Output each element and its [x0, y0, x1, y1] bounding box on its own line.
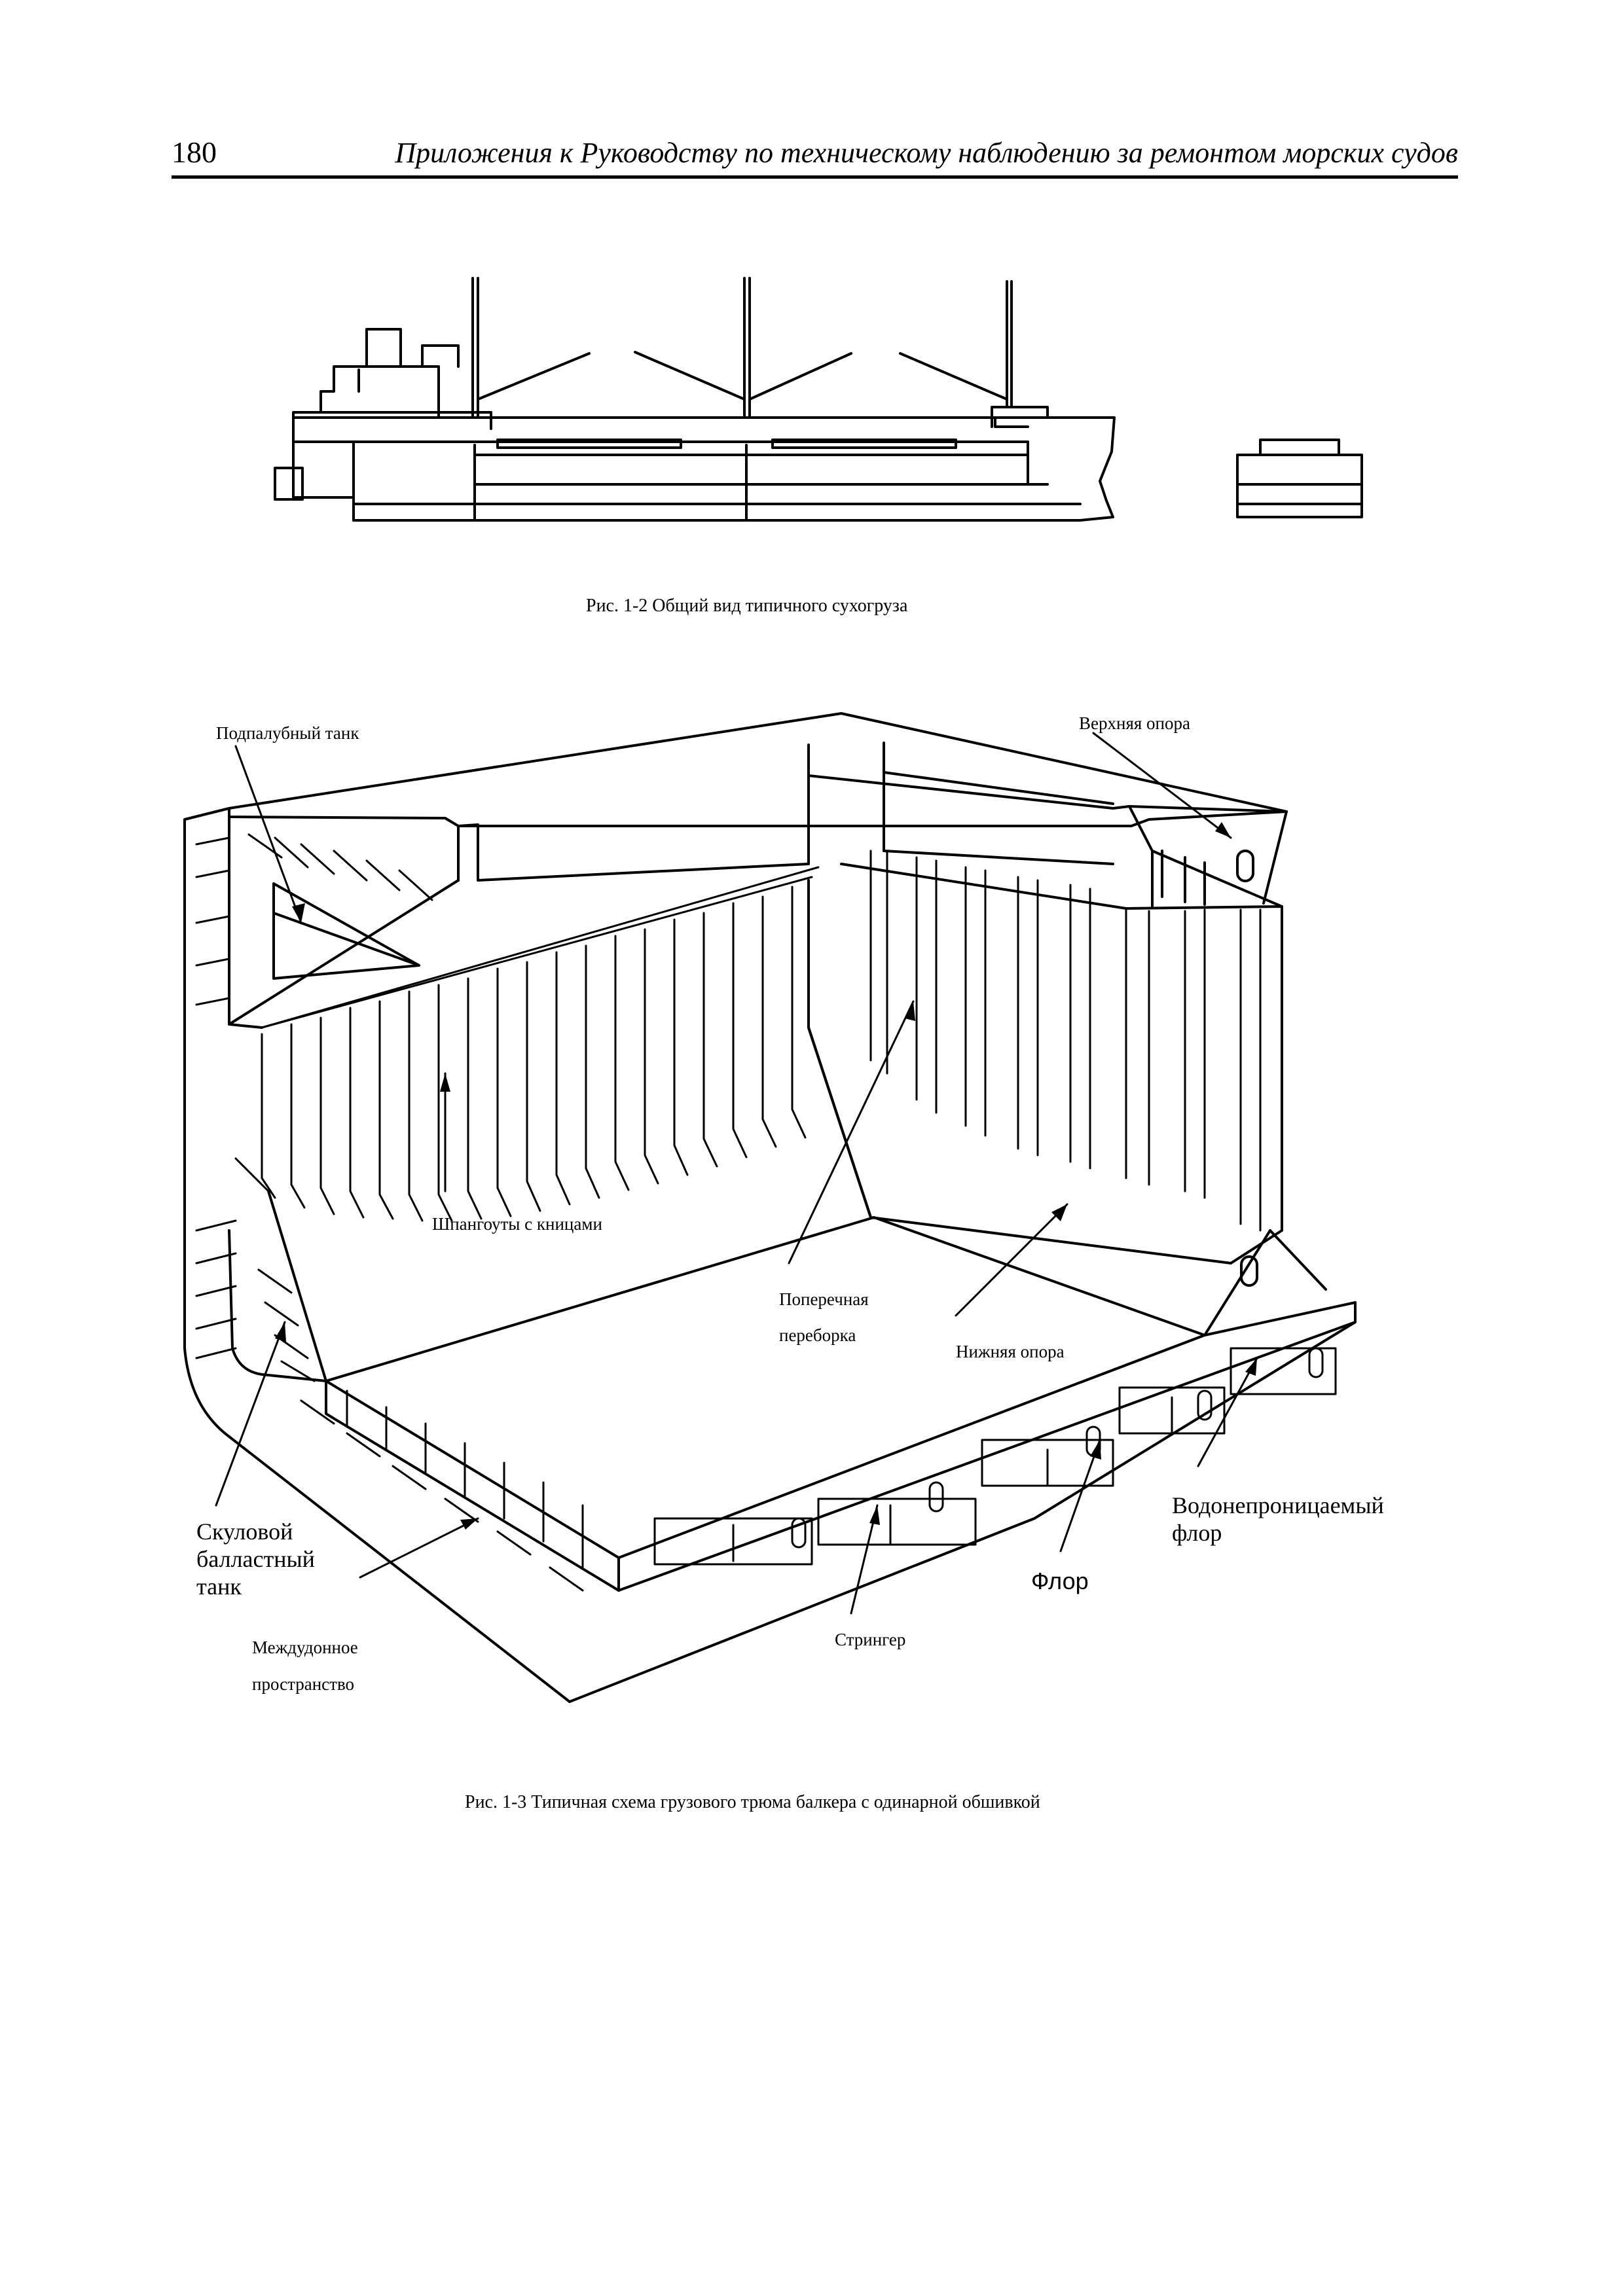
label-hopper-tank-line3: танк [196, 1573, 242, 1600]
label-double-bottom-line1: Междудонное [252, 1638, 358, 1657]
label-upper-stool: Верхняя опора [1079, 713, 1190, 733]
label-watertight-floor-line2: флор [1172, 1520, 1222, 1546]
figure-1-2-caption: Рис. 1-2 Общий вид типичного сухогруза [586, 596, 908, 616]
page-number: 180 [172, 135, 217, 169]
label-hopper-tank-line2: балластный [196, 1546, 315, 1572]
label-girder: Стрингер [835, 1630, 906, 1649]
running-title: Приложения к Руководству по техническому… [395, 137, 1458, 169]
label-transverse-bulkhead-line2: переборка [779, 1325, 856, 1345]
label-topside-tank: Подпалубный танк [216, 723, 359, 743]
cargo-hold-drawing [183, 712, 1357, 1703]
label-lower-stool: Нижняя опора [956, 1342, 1065, 1361]
label-transverse-bulkhead-line1: Поперечная [779, 1289, 869, 1309]
header-rule [172, 175, 1458, 179]
label-hopper-tank-line1: Скуловой [196, 1518, 293, 1545]
label-watertight-floor-line1: Водонепроницаемый [1172, 1492, 1384, 1518]
label-frames-with-brackets: Шпангоуты с кницами [432, 1214, 602, 1234]
ship-profile-drawing [274, 277, 1363, 522]
figure-1-3-caption: Рис. 1-3 Типичная схема грузового трюма … [465, 1792, 1040, 1812]
label-floor: Флор [1031, 1568, 1089, 1594]
label-double-bottom-line2: пространство [252, 1674, 355, 1694]
